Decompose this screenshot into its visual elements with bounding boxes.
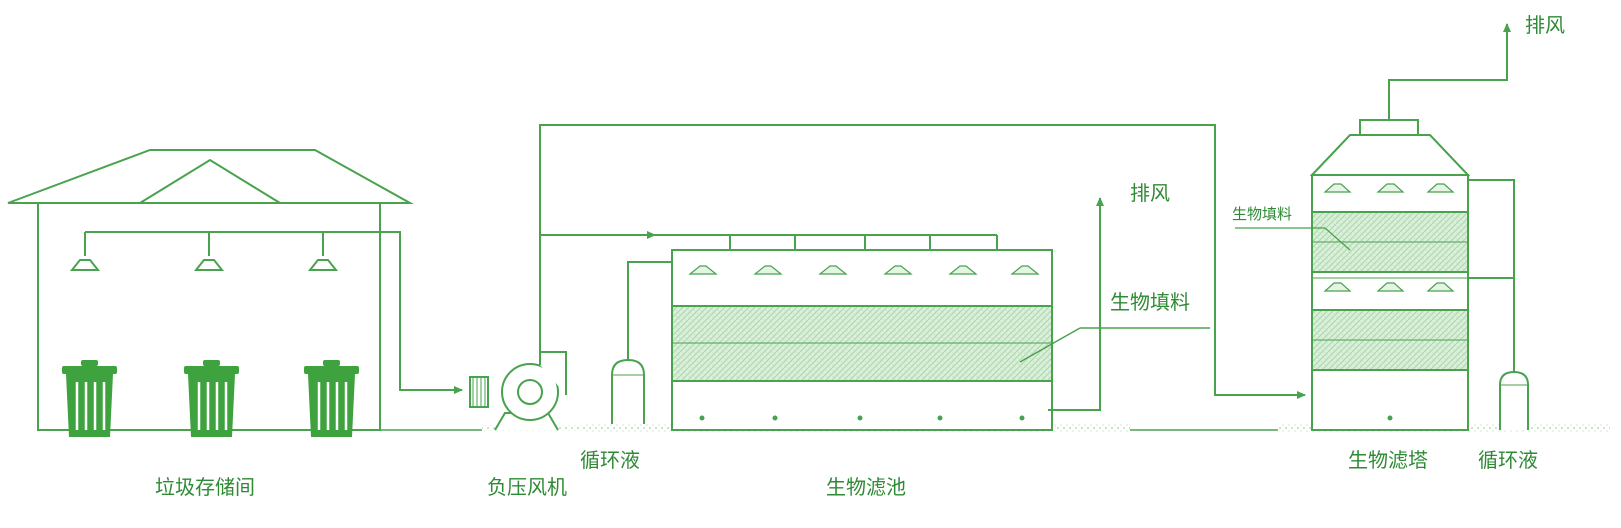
suction-pipe [84,231,463,394]
label-bio-filter-tower: 生物滤塔 [1348,448,1428,472]
label-bio-filter-pool: 生物滤池 [826,475,906,499]
label-circulating-liquid-left: 循环液 [580,448,640,472]
garbage-bin [304,360,359,437]
label-exhaust-tower: 排风 [1525,13,1565,37]
label-storage-room: 垃圾存储间 [155,475,255,499]
label-bio-packing-tower: 生物填料 [1232,205,1293,223]
bio-filter-tower [1278,119,1610,432]
pool-packing-leader [1019,327,1081,363]
garbage-bin [62,360,117,437]
label-bio-packing-pool: 生物填料 [1110,290,1190,314]
garbage-bin [184,360,239,437]
fan-outlet-pipe [539,124,1306,399]
circulating-tank-right [1468,179,1529,430]
negative-pressure-fan [469,351,597,431]
label-circulating-liquid-right: 循环液 [1478,448,1538,472]
spray-nozzle [688,265,1040,275]
pool-exhaust-pipe [1048,197,1104,411]
label-exhaust-pool: 排风 [1130,181,1170,205]
label-negative-pressure-fan: 负压风机 [487,475,567,499]
suction-hood [193,259,225,271]
suction-hood [307,259,339,271]
tower-exhaust-pipe [1388,23,1511,120]
suction-hood [69,259,101,271]
spray-nozzle [1323,183,1455,292]
bio-filter-pool [585,249,1130,432]
